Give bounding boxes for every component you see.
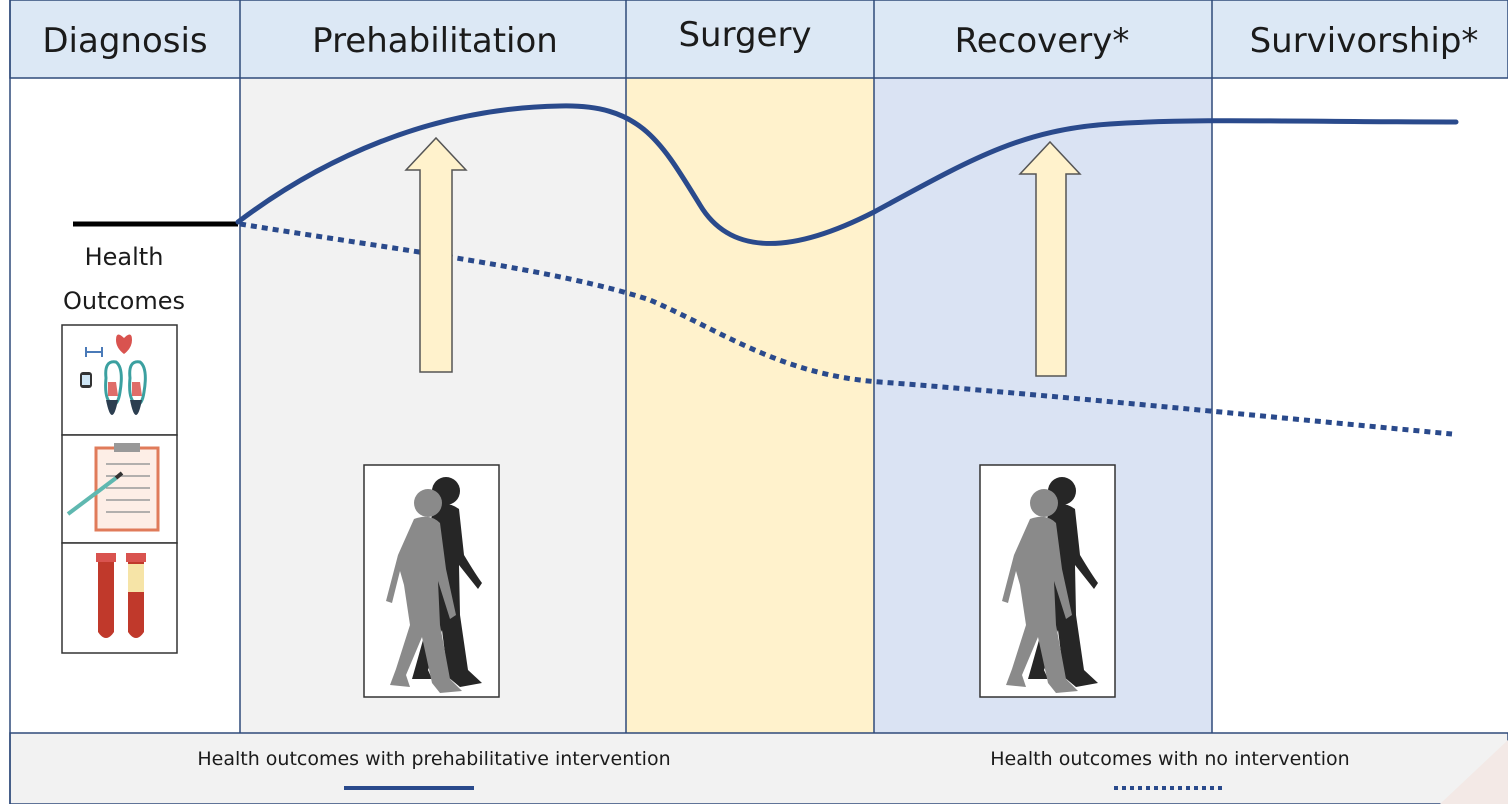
phase-label-prehabilitation: Prehabilitation: [312, 21, 558, 61]
surgery-background: [626, 78, 874, 733]
legend-no-intervention-label: Health outcomes with no intervention: [990, 748, 1349, 770]
clipboard-icon: [62, 435, 177, 543]
phase-label-diagnosis: Diagnosis: [42, 21, 207, 61]
health-outcomes-label-line2: Outcomes: [63, 287, 185, 315]
phase-label-recovery: Recovery*: [955, 21, 1130, 61]
blood-tubes-icon: [62, 543, 177, 653]
exercise-icons: [62, 325, 177, 435]
legend-intervention-label: Health outcomes with prehabilitative int…: [197, 748, 670, 770]
walking-people-icon: [980, 465, 1115, 697]
phase-label-survivorship: Survivorship*: [1250, 21, 1479, 61]
health-outcomes-label-line1: Health: [85, 243, 164, 271]
phase-label-surgery: Surgery: [678, 15, 811, 55]
walking-people-icon: [364, 465, 499, 697]
